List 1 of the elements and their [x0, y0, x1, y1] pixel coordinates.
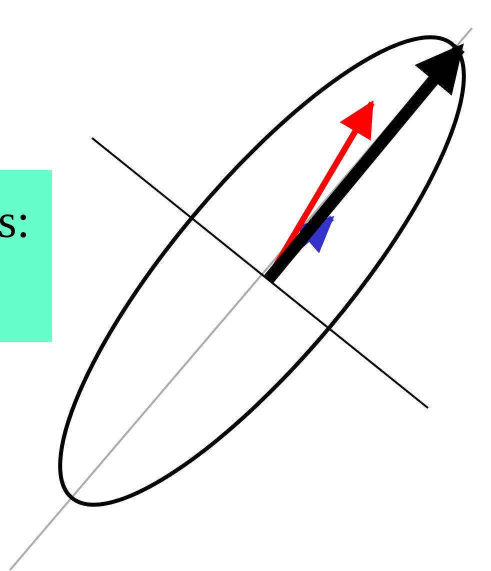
text-box [0, 170, 52, 342]
